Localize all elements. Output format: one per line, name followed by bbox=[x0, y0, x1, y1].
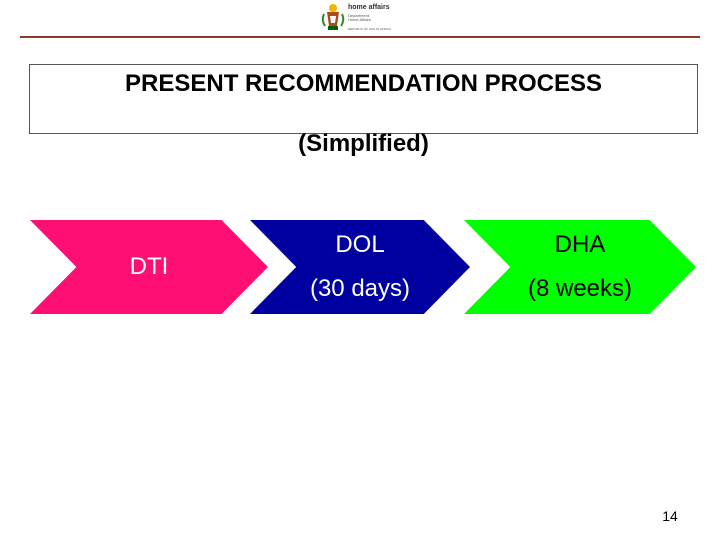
process-step-label: DOL bbox=[335, 231, 385, 258]
slide-title-line2: (Simplified) bbox=[298, 130, 429, 157]
coat-of-arms-icon bbox=[321, 4, 345, 30]
process-step-dha: DHA (8 weeks) bbox=[464, 220, 696, 314]
logo-brand-text: home affairs bbox=[348, 4, 390, 11]
page-number: 14 bbox=[662, 508, 678, 524]
title-box: PRESENT RECOMMENDATION PROCESS (Simplifi… bbox=[29, 64, 698, 157]
process-step-label-group: DTI bbox=[130, 245, 169, 289]
logo-department-text: Department: Home Affairs bbox=[348, 14, 371, 22]
process-step-label: DTI bbox=[129, 253, 169, 280]
process-step-label-group: DOL (30 days) bbox=[310, 223, 410, 311]
slide-title: PRESENT RECOMMENDATION PROCESS (Simplifi… bbox=[125, 39, 602, 159]
logo-country-text: REPUBLIC OF SOUTH AFRICA bbox=[348, 27, 392, 31]
slide-title-line1: PRESENT RECOMMENDATION PROCESS bbox=[125, 70, 602, 97]
process-step-duration: (8 weeks) bbox=[527, 275, 633, 302]
process-step-dti: DTI bbox=[30, 220, 268, 314]
process-step-label: DHA bbox=[554, 231, 606, 258]
process-step-duration: (30 days) bbox=[309, 275, 411, 302]
header-divider bbox=[20, 36, 700, 38]
logo-department-line2: Home Affairs bbox=[348, 17, 371, 22]
home-affairs-logo: home affairs Department: Home Affairs RE… bbox=[318, 2, 410, 34]
process-step-dol: DOL (30 days) bbox=[250, 220, 470, 314]
process-step-label-group: DHA (8 weeks) bbox=[528, 223, 632, 311]
logo-department-line1: Department: bbox=[348, 13, 371, 18]
